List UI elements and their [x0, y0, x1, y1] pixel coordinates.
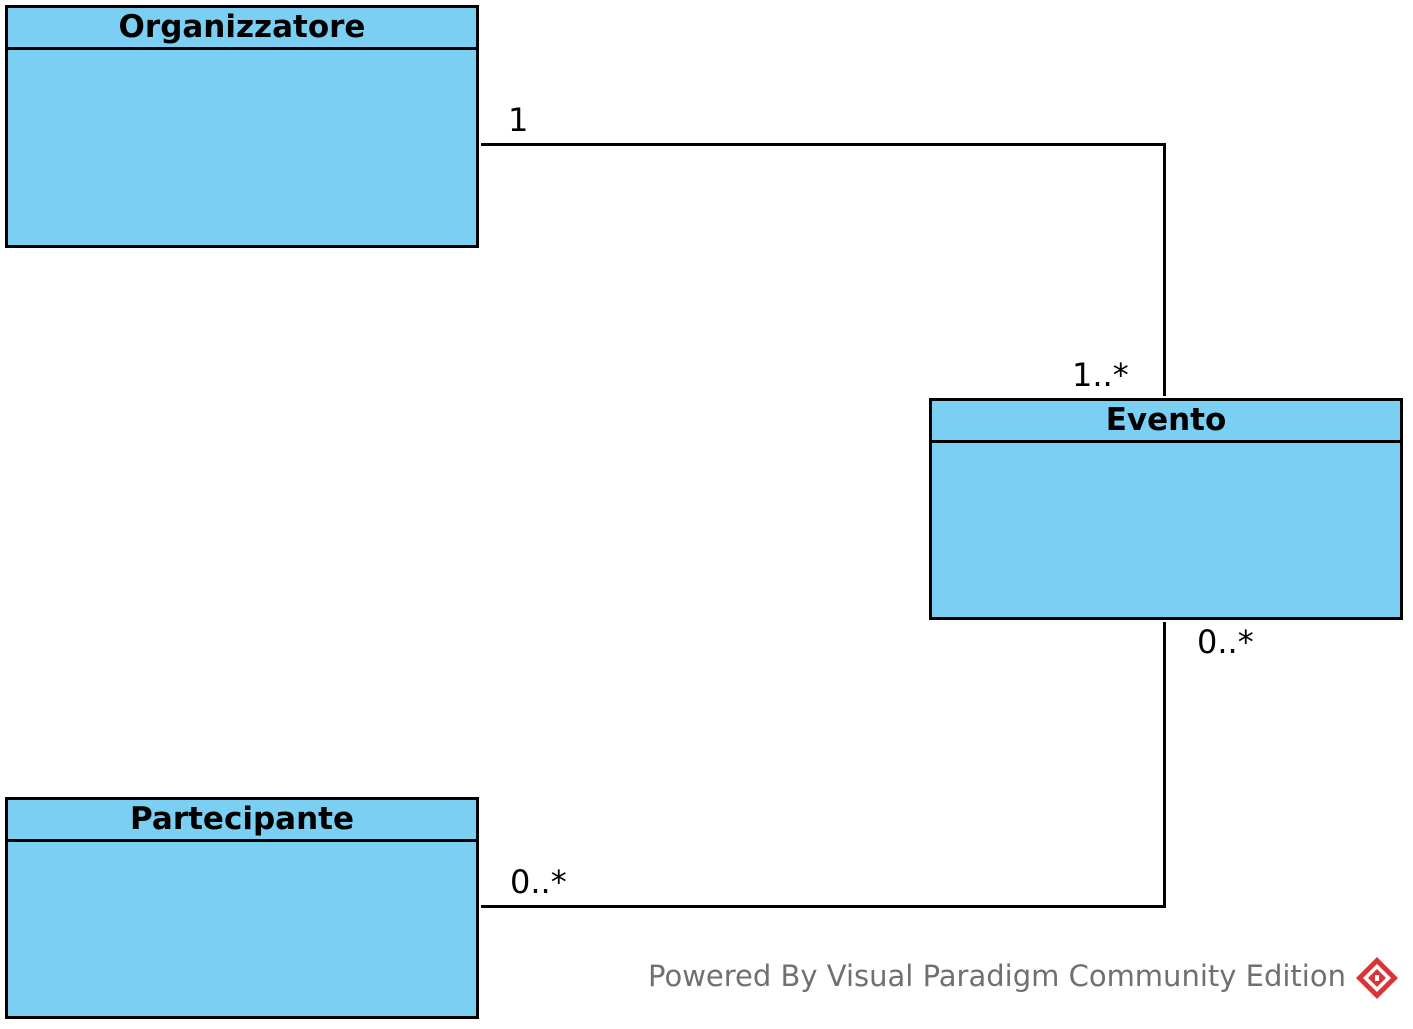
association-evento-partecipante-horizontal[interactable]: [481, 905, 1166, 908]
class-partecipante[interactable]: Partecipante: [5, 797, 479, 1019]
class-organizzatore-name: Organizzatore: [8, 8, 476, 50]
class-partecipante-name: Partecipante: [8, 800, 476, 842]
association-organizzatore-evento-horizontal[interactable]: [481, 143, 1166, 146]
association-evento-partecipante-vertical[interactable]: [1163, 622, 1166, 908]
class-evento[interactable]: Evento: [929, 398, 1403, 620]
multiplicity-organizzatore-end: 1: [508, 101, 529, 139]
multiplicity-partecipante-end: 0..*: [510, 863, 567, 901]
visual-paradigm-logo-icon: [1354, 955, 1400, 1001]
multiplicity-evento-partecipante-end: 0..*: [1197, 623, 1254, 661]
class-organizzatore[interactable]: Organizzatore: [5, 5, 479, 248]
class-evento-name: Evento: [932, 401, 1400, 443]
watermark-text: Powered By Visual Paradigm Community Edi…: [648, 959, 1346, 993]
multiplicity-evento-organizzatore-end: 1..*: [1072, 356, 1129, 394]
association-organizzatore-evento-vertical[interactable]: [1163, 143, 1166, 396]
